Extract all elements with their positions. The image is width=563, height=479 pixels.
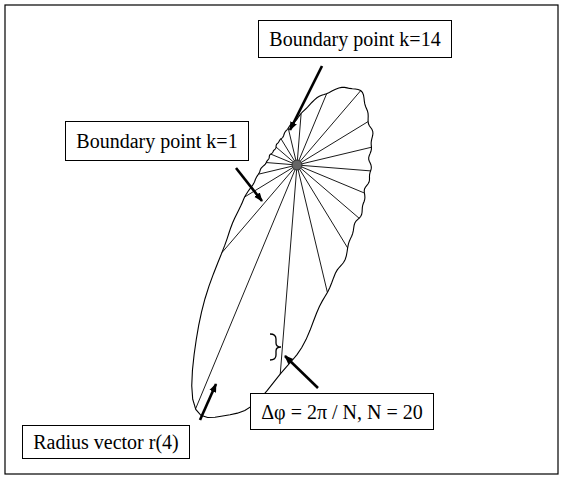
label-box: Boundary point k=1 (65, 121, 249, 161)
radius-line (297, 122, 368, 165)
radius-line (222, 165, 297, 253)
radius-line (258, 165, 297, 174)
radius-line (297, 165, 348, 248)
label-text: Radius vector r(4) (33, 430, 179, 454)
leader-arrow (236, 168, 262, 201)
center-point (292, 160, 302, 170)
label-box: Boundary point k=14 (258, 20, 452, 58)
angle-bracket (270, 334, 281, 360)
frame (5, 5, 558, 474)
label-text: Boundary point k=14 (269, 27, 440, 51)
leader-arrow (290, 66, 322, 130)
label-box: Δφ = 2π / N, N = 20 (250, 393, 434, 430)
label-text: Boundary point k=1 (76, 129, 237, 153)
radius-line (297, 165, 364, 193)
radius-line (297, 147, 371, 165)
radius-line (245, 165, 297, 197)
leader-arrow (200, 384, 216, 420)
radius-line (297, 165, 359, 218)
label-text: Δφ = 2π / N, N = 20 (261, 400, 423, 424)
radius-line (280, 165, 297, 374)
label-box: Radius vector r(4) (22, 425, 190, 459)
radius-line (297, 165, 327, 292)
radius-line (297, 91, 361, 165)
leader-arrow (285, 356, 318, 388)
radius-line (288, 128, 297, 165)
